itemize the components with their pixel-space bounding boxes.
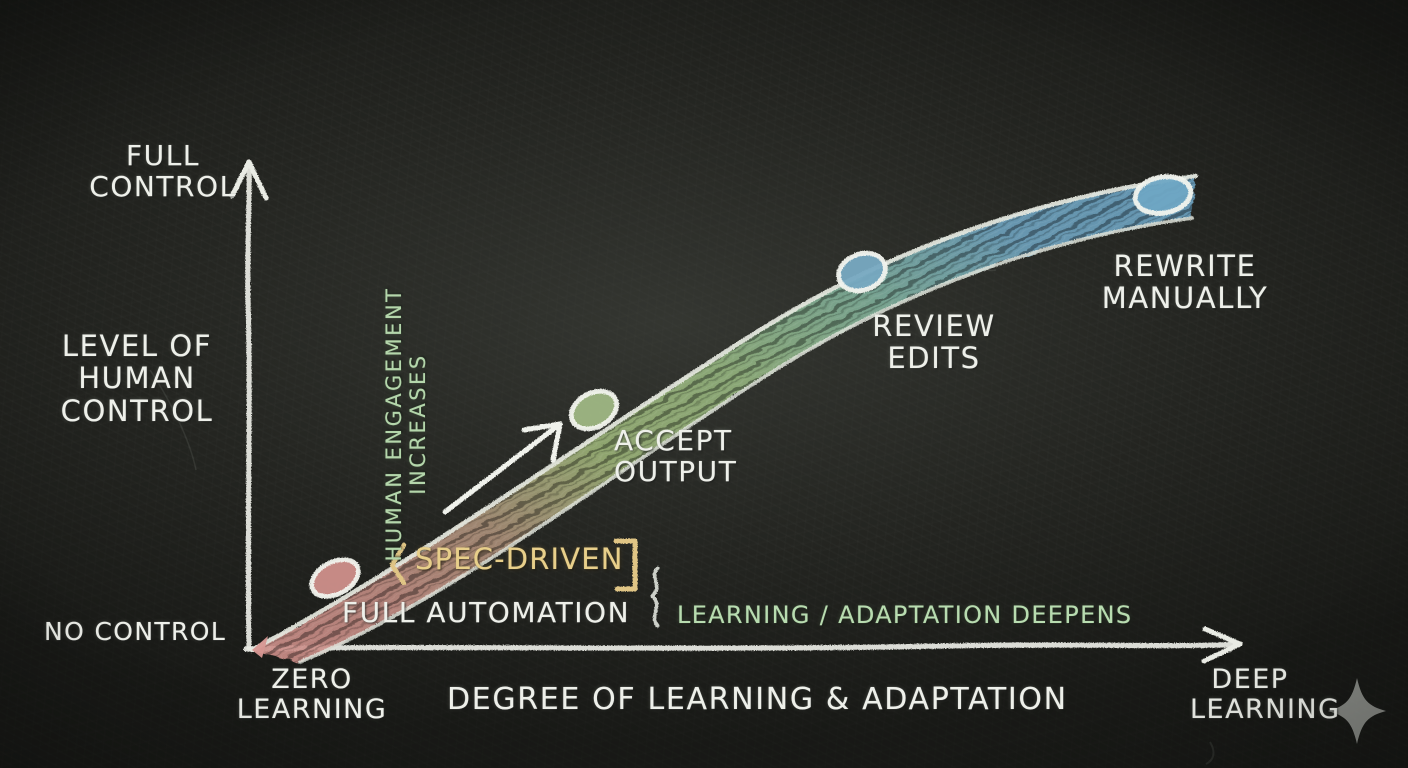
section-divider-brace — [650, 566, 660, 628]
annotation-spec-driven: SPEC-DRIVEN — [415, 542, 624, 576]
x-axis-right-label: DEEP LEARNING — [1190, 664, 1341, 726]
data-label-accept-output: ACCEPT OUTPUT — [614, 424, 738, 489]
data-point-full-automation[interactable] — [305, 552, 364, 604]
sparkle-icon — [1328, 678, 1386, 744]
annotation-full-automation: FULL AUTOMATION — [342, 596, 631, 629]
data-point-review-edits[interactable] — [833, 247, 890, 297]
spec-driven-bracket-right — [613, 538, 638, 592]
board-smudges — [149, 261, 1215, 765]
data-point-rewrite-manually[interactable] — [1132, 172, 1194, 217]
trend-arrow-icon — [442, 421, 563, 515]
spec-driven-bracket-left — [389, 542, 407, 586]
y-axis — [229, 159, 269, 651]
x-axis-left-label: ZERO LEARNING — [236, 664, 388, 726]
x-axis — [243, 626, 1243, 664]
y-axis-top-label: FULL CONTROL — [89, 139, 237, 204]
data-label-review-edits: REVIEW EDITS — [872, 309, 996, 376]
y-axis-title: LEVEL OF HUMAN CONTROL — [60, 329, 214, 428]
x-axis-title: DEGREE OF LEARNING & ADAPTATION — [447, 682, 1068, 717]
data-point-accept-output[interactable] — [565, 384, 623, 437]
y-axis-bottom-label: NO CONTROL — [44, 617, 227, 646]
annotation-learning-deepens: LEARNING / ADAPTATION DEEPENS — [677, 601, 1133, 629]
data-label-rewrite-manually: REWRITE MANUALLY — [1101, 249, 1269, 316]
